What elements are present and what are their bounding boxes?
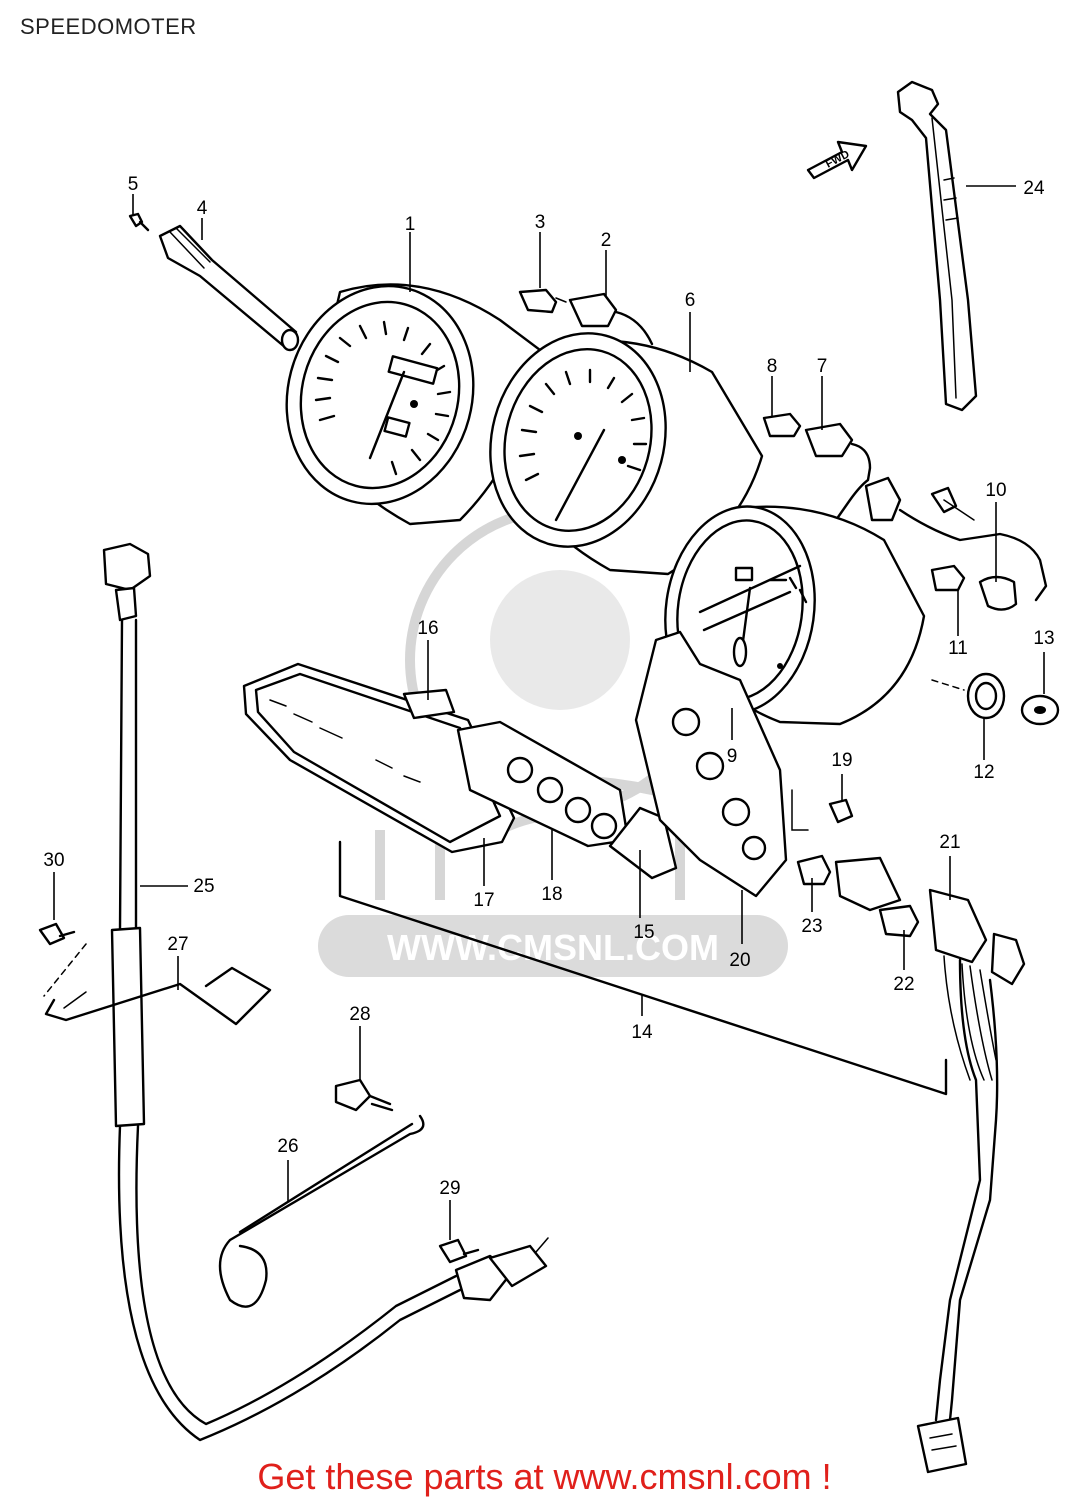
- screw-part-5: [128, 212, 150, 232]
- strap-part-24: [896, 80, 978, 412]
- speedometer-cable-part-25: [102, 542, 549, 1442]
- screw-part-29: [438, 1238, 480, 1264]
- callout-20: 20: [729, 950, 750, 971]
- wiring-harness-part-21: [796, 854, 1026, 1474]
- bulb-part-3: [518, 288, 567, 314]
- cmsnl-watermark: WWW.CMSNL.COM: [318, 505, 788, 977]
- callout-5: 5: [128, 174, 139, 195]
- bulb-part-11: [930, 564, 966, 592]
- indicator-gauge-part-9: [664, 505, 926, 726]
- screw-part-19: [791, 789, 854, 831]
- callout-8: 8: [767, 356, 778, 377]
- callout-27: 27: [167, 934, 188, 955]
- bulb-part-8: [762, 412, 802, 438]
- callout-4: 4: [197, 198, 208, 219]
- connector-part-10: [864, 476, 1048, 611]
- callout-25: 25: [193, 876, 214, 897]
- callout-10: 10: [985, 480, 1006, 501]
- clamp-part-27: [44, 966, 272, 1026]
- callout-26: 26: [277, 1136, 298, 1157]
- fwd-arrow-icon: FWD: [806, 140, 868, 180]
- callout-3: 3: [535, 212, 546, 233]
- callout-23: 23: [801, 916, 822, 937]
- spring-clip-part-26: [218, 1114, 425, 1308]
- callout-17: 17: [473, 890, 494, 911]
- speedometer-gauge-part-1: [285, 283, 550, 526]
- callout-21: 21: [939, 832, 960, 853]
- callout-14: 14: [631, 1022, 653, 1043]
- tachometer-gauge-part-6: [489, 332, 764, 576]
- washer-part-13: [1020, 694, 1060, 726]
- bulb-socket-part-7: [804, 422, 872, 522]
- callout-22: 22: [893, 974, 914, 995]
- callout-19: 19: [831, 750, 852, 771]
- tachometer-dial-ticks: [518, 368, 648, 482]
- callout-11: 11: [948, 638, 968, 659]
- callout-13: 13: [1033, 628, 1054, 649]
- callout-29: 29: [439, 1178, 460, 1199]
- clip-part-16: [402, 688, 456, 720]
- indicator-panel-part-17: [242, 662, 516, 854]
- bulb-holder-plate-part-20: [634, 630, 788, 898]
- tachometer-cable-fitting-part-4: [158, 224, 300, 352]
- footer-link-text[interactable]: Get these parts at www.cmsnl.com !: [257, 1456, 832, 1497]
- watermark-text: WWW.CMSNL.COM: [387, 927, 719, 968]
- page-title: SPEEDOMOTER: [20, 14, 197, 39]
- callout-9: 9: [727, 746, 738, 767]
- callout-numbers: 1 2 3 4 5 6 7 8 9 10 11 12 13 14 15 16 1…: [43, 174, 1054, 1199]
- bolt-part-28: [334, 1078, 394, 1112]
- callout-12: 12: [973, 762, 994, 783]
- grommet-part-12: [931, 672, 1006, 720]
- speedometer-dial-ticks: [314, 320, 452, 476]
- lens-plate-part-18: [456, 720, 630, 848]
- callout-18: 18: [541, 884, 562, 905]
- callout-24: 24: [1023, 178, 1045, 199]
- holder-part-15: [608, 806, 678, 880]
- callout-16: 16: [417, 618, 438, 639]
- bulb-socket-part-2: [568, 292, 654, 346]
- callout-2: 2: [601, 230, 612, 251]
- fwd-label: FWD: [824, 148, 852, 170]
- assembly-bracket-part-14: [338, 840, 948, 1096]
- callout-15: 15: [633, 922, 654, 943]
- callout-30: 30: [43, 850, 64, 871]
- callout-1: 1: [405, 214, 416, 235]
- callout-7: 7: [817, 356, 828, 377]
- callout-6: 6: [685, 290, 696, 311]
- callout-28: 28: [349, 1004, 370, 1025]
- leader-lines: [53, 185, 1045, 1240]
- screw-part-30: [38, 922, 87, 997]
